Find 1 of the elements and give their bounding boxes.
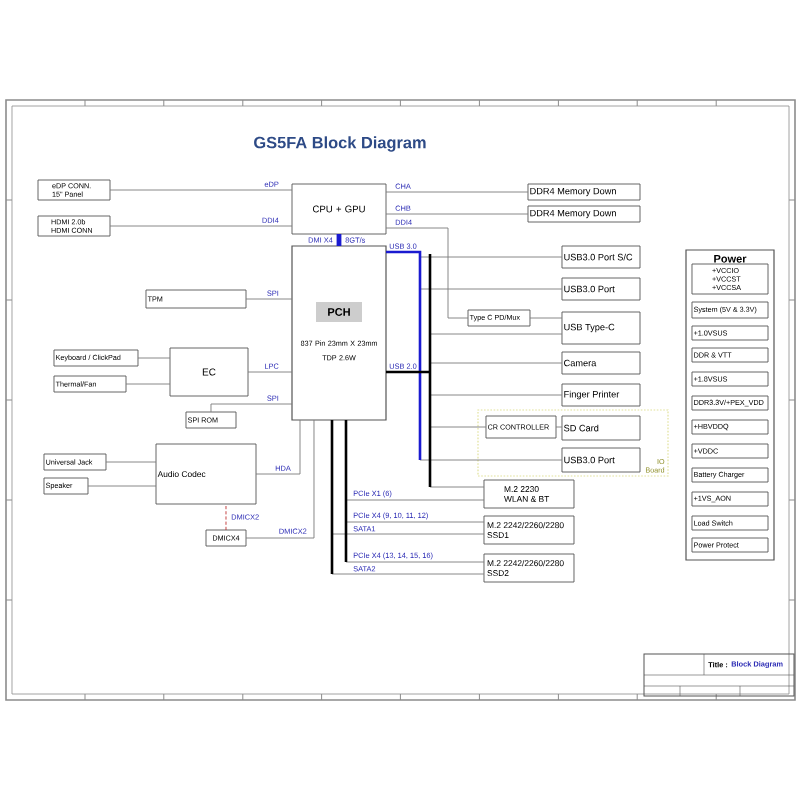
title: GS5FA Block Diagram [254, 136, 426, 152]
